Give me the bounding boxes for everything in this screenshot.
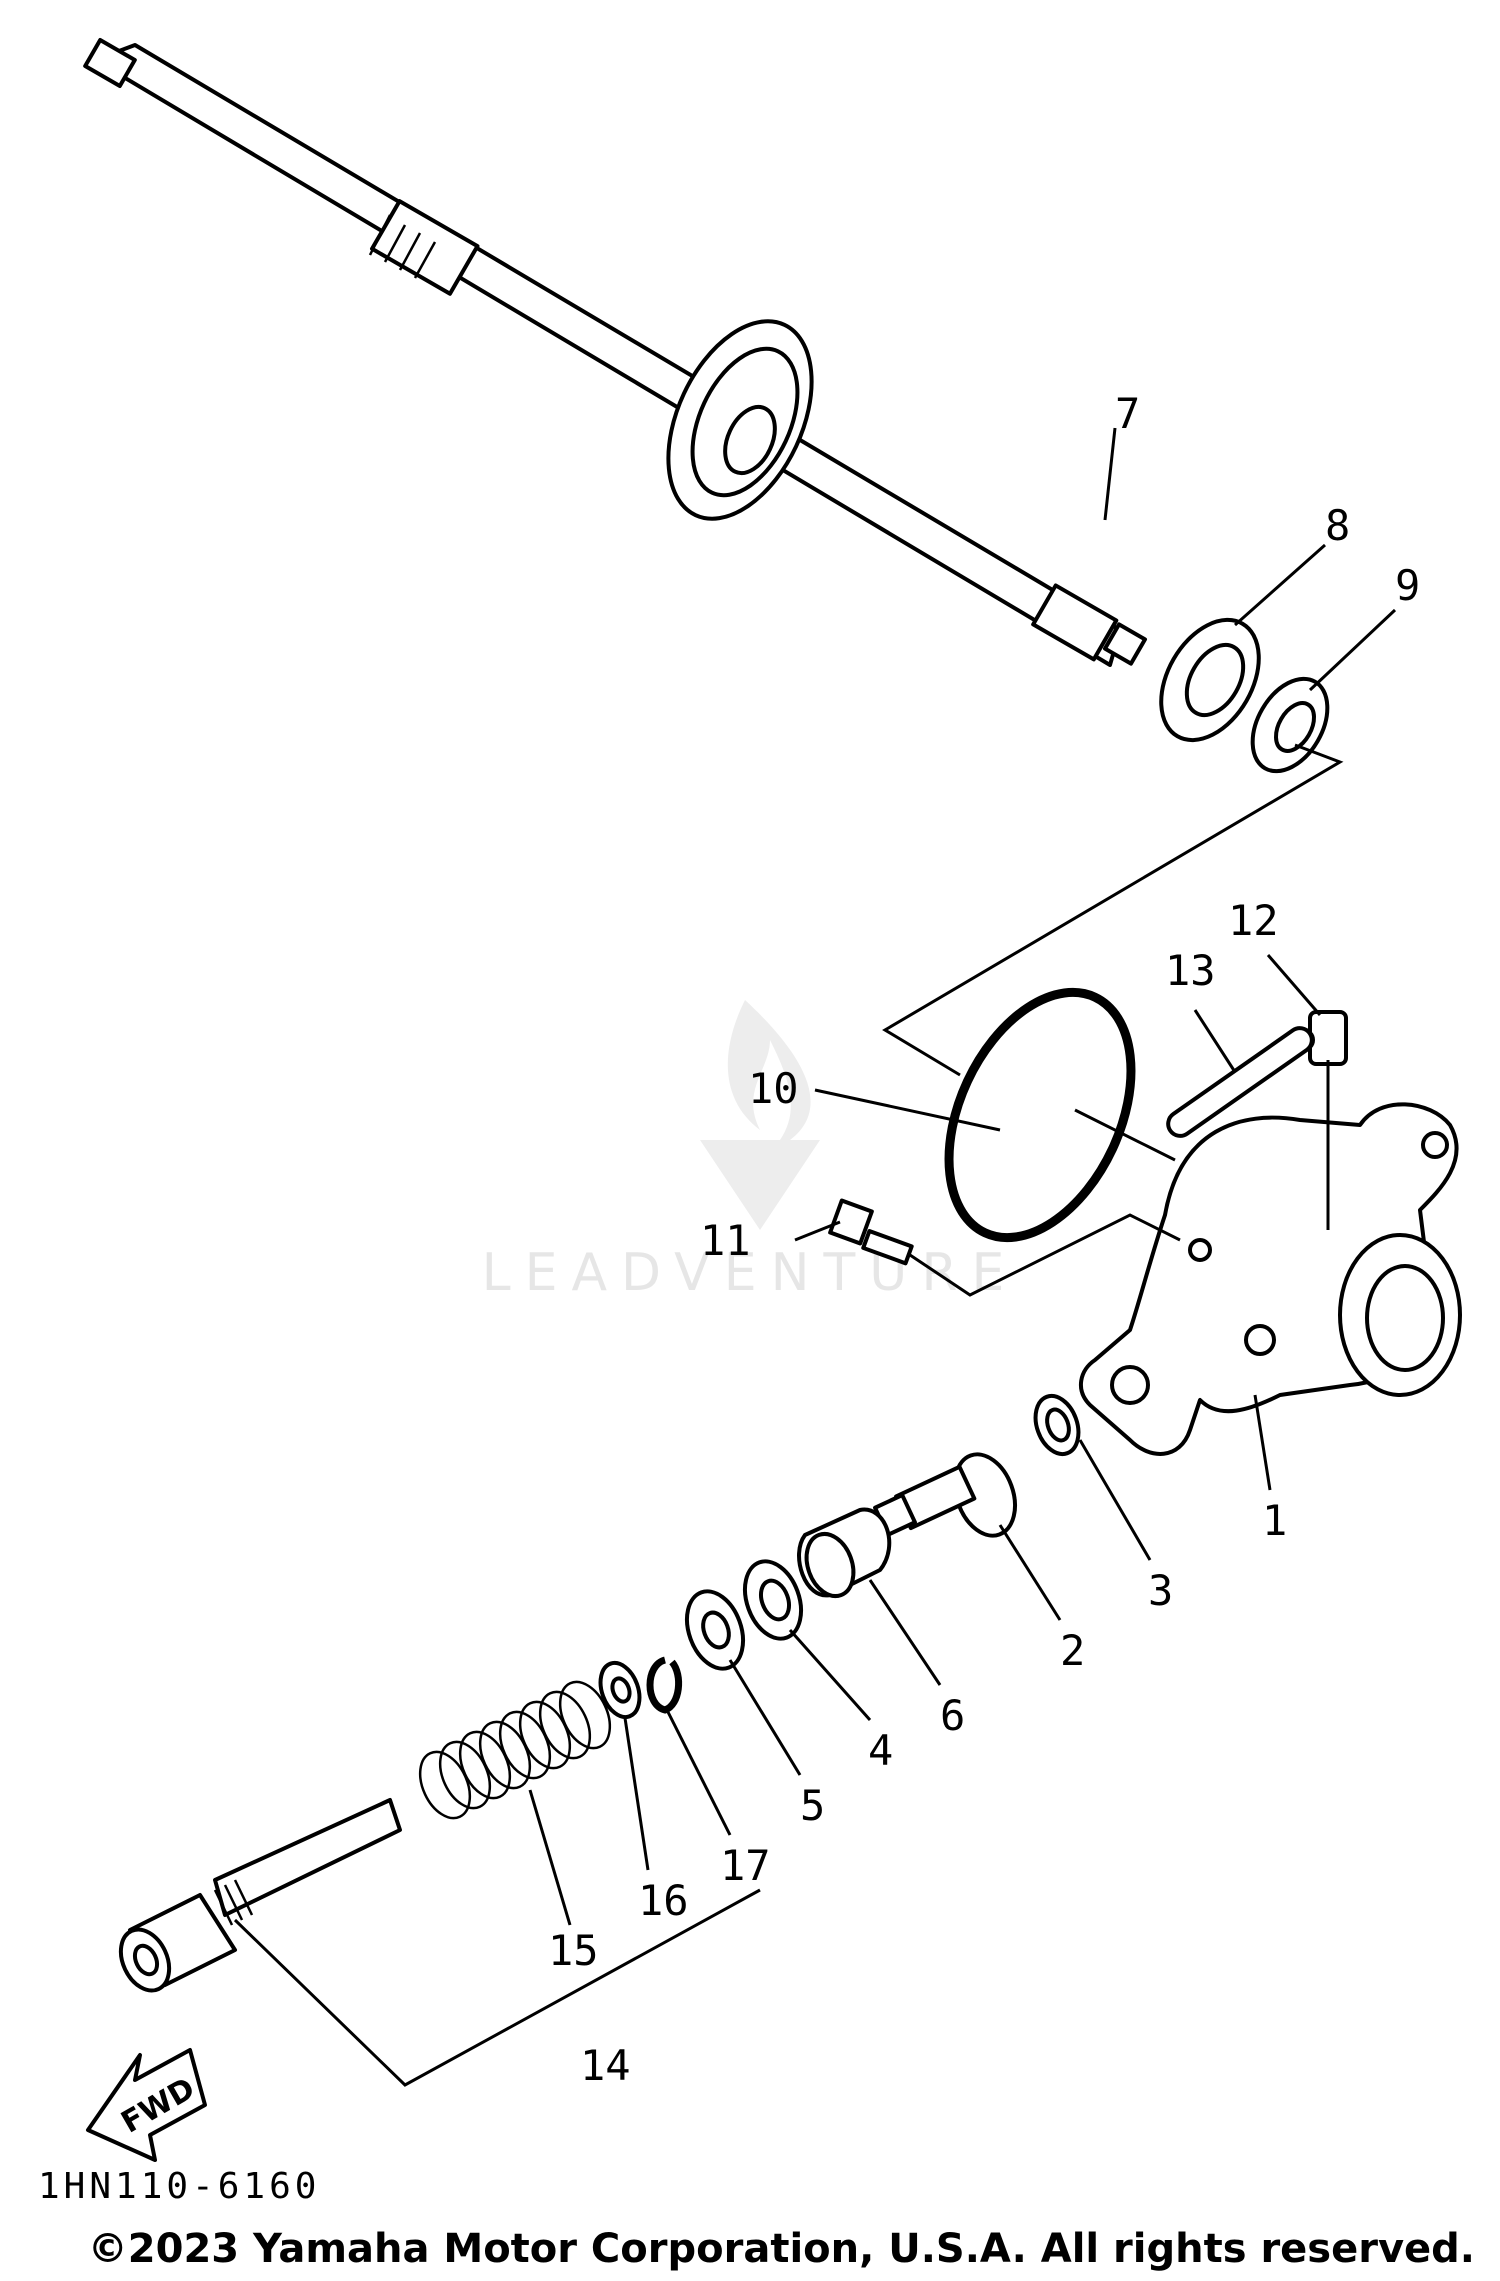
watermark-text: LEADVENTURE xyxy=(482,1243,1019,1303)
callout-4: 4 xyxy=(868,1726,893,1775)
callout-numbers: 7 8 9 12 13 10 11 1 3 2 6 4 5 17 16 15 1… xyxy=(548,389,1420,2090)
leader-lines xyxy=(233,427,1397,2087)
callout-9: 9 xyxy=(1395,561,1420,610)
callout-12: 12 xyxy=(1228,896,1279,945)
part-11-bolt xyxy=(828,1198,914,1266)
callout-1: 1 xyxy=(1262,1496,1287,1545)
flame-v-logo-icon xyxy=(700,1000,820,1230)
part-5-seal xyxy=(684,1589,746,1671)
copyright-notice: ©2023 Yamaha Motor Corporation, U.S.A. A… xyxy=(88,2226,1475,2272)
part-10-o-ring xyxy=(944,987,1136,1243)
callout-16: 16 xyxy=(638,1876,689,1925)
callout-15: 15 xyxy=(548,1926,599,1975)
part-17-circlip xyxy=(646,1656,683,1714)
part-3-washer xyxy=(1033,1393,1081,1457)
callout-3: 3 xyxy=(1148,1566,1173,1615)
part-6-collar xyxy=(797,1507,892,1598)
callout-17: 17 xyxy=(720,1841,771,1890)
callout-14: 14 xyxy=(580,2041,631,2090)
callout-8: 8 xyxy=(1325,501,1350,550)
callout-13: 13 xyxy=(1165,946,1216,995)
part-9-oil-seal xyxy=(1250,676,1330,774)
callout-11: 11 xyxy=(700,1216,751,1265)
part-8-bearing xyxy=(1159,617,1261,743)
callout-5: 5 xyxy=(800,1781,825,1830)
watermark: LEADVENTURE xyxy=(482,1000,1019,1303)
part-2-gear xyxy=(873,1452,1017,1538)
callout-6: 6 xyxy=(940,1691,965,1740)
part-13-pin xyxy=(1166,1026,1314,1138)
drawing-code: 1HN110-6160 xyxy=(38,2166,320,2207)
part-14-drive-shaft xyxy=(118,1798,402,1993)
fwd-arrow-icon: FWD xyxy=(86,2048,207,2162)
callout-7: 7 xyxy=(1115,389,1140,438)
part-4-bearing xyxy=(742,1559,804,1641)
part-1-housing xyxy=(1079,1102,1462,1456)
part-15-spring xyxy=(418,1680,612,1820)
callout-10: 10 xyxy=(748,1064,799,1113)
part-7-shaft xyxy=(83,38,1147,667)
part-16-washer xyxy=(598,1660,642,1720)
callout-2: 2 xyxy=(1060,1626,1085,1675)
